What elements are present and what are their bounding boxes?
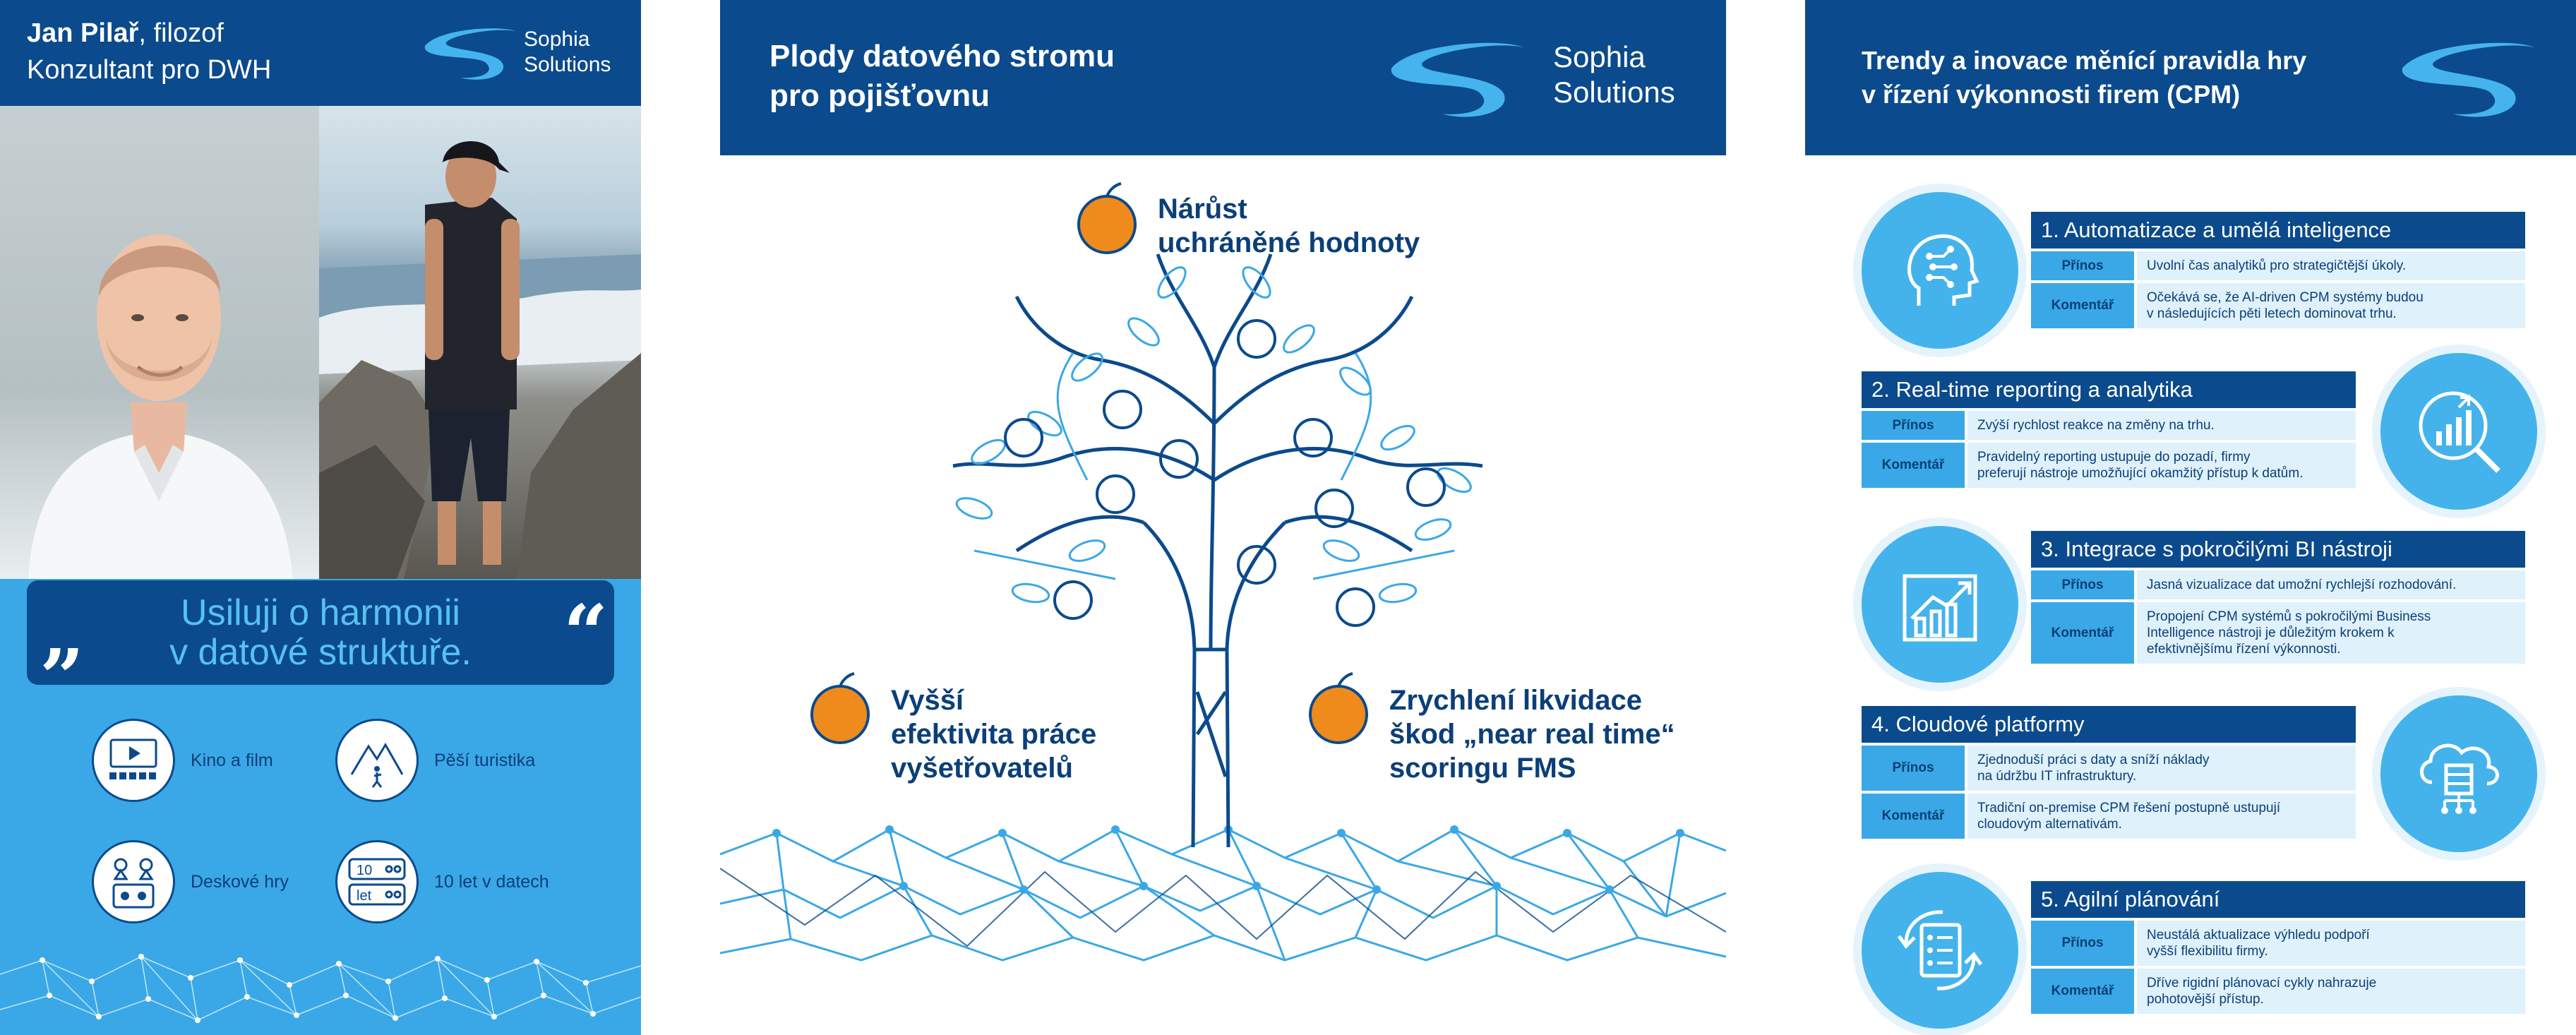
analytics-magnifier-icon bbox=[2380, 353, 2537, 510]
trend-row-key: Přínos bbox=[2031, 921, 2134, 966]
board-games-icon bbox=[92, 840, 175, 923]
hobby-label: Pěší turistika bbox=[434, 750, 536, 770]
hobby-label: Kino a film bbox=[191, 750, 273, 770]
data-tree-panel: Plody datového stromu pro pojišťovnu Sop… bbox=[720, 0, 1726, 1035]
trend-row-key: Komentář bbox=[2031, 283, 2134, 328]
quote-open-mark: „ bbox=[41, 587, 86, 678]
trend-title: 1. Automatizace a umělá inteligence bbox=[2031, 212, 2525, 249]
trend-row-value: Zjednoduší práci s daty a sníží náklady … bbox=[1967, 746, 2356, 791]
portrait-photo bbox=[0, 106, 319, 579]
hobby-ten-years: 10 let 10 let v datech bbox=[335, 840, 549, 923]
trend-row-key: Komentář bbox=[2031, 969, 2134, 1014]
hiking-icon bbox=[335, 719, 419, 802]
coast-photo bbox=[319, 106, 641, 579]
trend-row: Přínos Uvolní čas analytiků pro strategi… bbox=[2031, 251, 2525, 280]
cinema-icon bbox=[92, 719, 175, 802]
trend-row: Komentář Propojení CPM systémů s pokroči… bbox=[2031, 602, 2525, 664]
profile-panel: Jan Pilař, filozof Konzultant pro DWH So… bbox=[0, 0, 641, 1035]
trend-row: Komentář Očekává se, že AI-driven CPM sy… bbox=[2031, 283, 2525, 328]
sophia-swoosh-icon bbox=[1391, 42, 1524, 117]
trend-card-4: 4. Cloudové platformy Přínos Zjednoduší … bbox=[1862, 706, 2356, 839]
coast-image bbox=[319, 141, 641, 579]
portrait-image bbox=[28, 234, 293, 579]
profile-role: , filozof bbox=[138, 18, 224, 48]
trend-row-value: Propojení CPM systémů s pokročilými Busi… bbox=[2137, 602, 2525, 664]
trend-card-5: 5. Agilní plánování Přínos Neustálá aktu… bbox=[2031, 881, 2525, 1014]
orange-fruit-icon bbox=[810, 672, 870, 744]
ten-years-data-icon: 10 let bbox=[335, 840, 419, 923]
trend-row-key: Přínos bbox=[2031, 251, 2134, 280]
trend-row-value: Tradiční on-premise CPM řešení postupně … bbox=[1967, 794, 2356, 839]
tree-header: Plody datového stromu pro pojišťovnu Sop… bbox=[720, 0, 1726, 155]
trend-row: Přínos Jasná vizualizace dat umožní rych… bbox=[2031, 570, 2525, 599]
trend-row-value: Jasná vizualizace dat umožní rychlejší r… bbox=[2137, 570, 2525, 599]
fruit-label-value: Nárůst uchráněné hodnoty bbox=[1158, 193, 1420, 258]
trends-title: Trendy a inovace měnící pravidla hry v ř… bbox=[1862, 46, 2307, 109]
quote-line-1: Usiluji o harmonii bbox=[181, 592, 460, 633]
hobby-hiking: Pěší turistika bbox=[335, 719, 535, 802]
trend-row-key: Přínos bbox=[2031, 570, 2134, 599]
data-tree-illustration bbox=[720, 182, 1726, 962]
profile-subtitle: Konzultant pro DWH bbox=[27, 55, 272, 85]
quote-close-mark: “ bbox=[563, 587, 609, 678]
icon-text-bottom: let bbox=[357, 888, 372, 904]
trend-row: Komentář Tradiční on-premise CPM řešení … bbox=[1862, 794, 2356, 839]
profile-header: Jan Pilař, filozof Konzultant pro DWH So… bbox=[0, 0, 641, 106]
network-decoration bbox=[0, 954, 641, 1023]
sophia-logo: Sophia Solutions bbox=[1373, 32, 1684, 124]
trend-card-2: 2. Real-time reporting a analytika Příno… bbox=[1862, 371, 2356, 488]
trend-row-key: Přínos bbox=[1862, 411, 1965, 440]
orange-fruit-icon bbox=[1077, 182, 1137, 254]
trend-row: Přínos Zvýší rychlost reakce na změny na… bbox=[1862, 411, 2356, 440]
trend-row: Komentář Dříve rigidní plánovací cykly n… bbox=[2031, 969, 2525, 1014]
sophia-swoosh-icon bbox=[424, 28, 517, 80]
profile-name: Jan Pilař bbox=[27, 18, 139, 48]
tree-title: Plody datového stromu pro pojišťovnu bbox=[769, 39, 1115, 113]
logo-text: Sophia Solutions bbox=[524, 28, 611, 76]
trend-title: 2. Real-time reporting a analytika bbox=[1862, 371, 2356, 408]
quote-box: „ Usiluji o harmonii v datové struktuře.… bbox=[27, 580, 614, 685]
cloud-server-icon bbox=[2380, 695, 2537, 852]
trend-row-key: Komentář bbox=[1862, 443, 1965, 488]
trend-title: 4. Cloudové platformy bbox=[1862, 706, 2356, 743]
trend-row-value: Dříve rigidní plánovací cykly nahrazuje … bbox=[2137, 969, 2525, 1014]
trend-row-key: Přínos bbox=[1862, 746, 1965, 791]
trend-title: 5. Agilní plánování bbox=[2031, 881, 2525, 918]
hobby-cinema: Kino a film bbox=[92, 719, 273, 802]
trend-row-value: Očekává se, že AI-driven CPM systémy bud… bbox=[2137, 283, 2525, 328]
hobby-label: 10 let v datech bbox=[434, 871, 549, 892]
sophia-swoosh-icon bbox=[2402, 42, 2535, 117]
sophia-logo: Sophia Solutions bbox=[418, 21, 630, 85]
trend-row: Přínos Neustálá aktualizace výhledu podp… bbox=[2031, 921, 2525, 966]
fruit-label-claims: Zrychlení likvidace škod „near real time… bbox=[1389, 685, 1675, 784]
trend-row-value: Neustálá aktualizace výhledu podpoří vyš… bbox=[2137, 921, 2525, 966]
logo-text: Sophia Solutions bbox=[1553, 40, 1675, 109]
trend-row-key: Komentář bbox=[1862, 794, 1965, 839]
orange-fruit-icon bbox=[1309, 672, 1368, 744]
hobby-label: Deskové hry bbox=[191, 871, 289, 892]
hobby-board-games: Deskové hry bbox=[92, 840, 289, 923]
trend-row-value: Pravidelný reporting ustupuje do pozadí,… bbox=[1967, 443, 2356, 488]
trends-header: Trendy a inovace měnící pravidla hry v ř… bbox=[1805, 0, 2576, 155]
trend-card-3: 3. Integrace s pokročilými BI nástroji P… bbox=[2031, 531, 2525, 664]
trend-row: Komentář Pravidelný reporting ustupuje d… bbox=[1862, 443, 2356, 488]
trend-row-key: Komentář bbox=[2031, 602, 2134, 664]
trend-row-value: Zvýší rychlost reakce na změny na trhu. bbox=[1967, 411, 2356, 440]
trend-row-value: Uvolní čas analytiků pro strategičtější … bbox=[2137, 251, 2525, 280]
cpm-trends-panel: Trendy a inovace měnící pravidla hry v ř… bbox=[1805, 0, 2576, 1035]
fruit-label-efficiency: Vyšší efektivita práce vyšetřovatelů bbox=[891, 685, 1097, 784]
quote-line-2: v datové struktuře. bbox=[169, 632, 472, 673]
profile-name-line: Jan Pilař, filozof bbox=[27, 18, 224, 49]
growth-chart-icon bbox=[1862, 526, 2018, 683]
trend-title: 3. Integrace s pokročilými BI nástroji bbox=[2031, 531, 2525, 568]
checklist-cycle-icon bbox=[1862, 872, 2018, 1029]
quote-text: Usiluji o harmonii v datové struktuře. bbox=[27, 593, 614, 672]
icon-text-top: 10 bbox=[357, 863, 372, 878]
trend-card-1: 1. Automatizace a umělá inteligence Přín… bbox=[2031, 212, 2525, 328]
ai-head-icon bbox=[1862, 192, 2018, 349]
sophia-logo bbox=[2384, 32, 2553, 124]
trend-row: Přínos Zjednoduší práci s daty a sníží n… bbox=[1862, 746, 2356, 791]
